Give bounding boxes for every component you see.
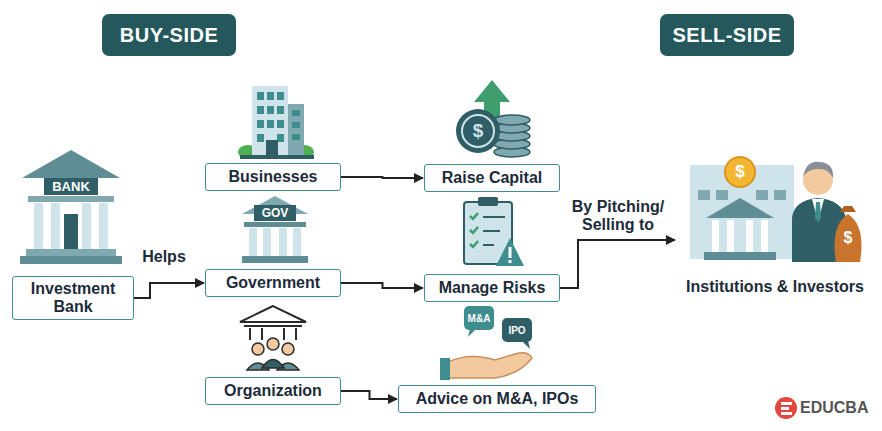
label-box: Investment Bank: [12, 276, 134, 320]
logo-mark: [775, 397, 797, 419]
government-icon: [242, 196, 308, 263]
side-badge: BUY-SIDE: [102, 14, 236, 56]
connector-arrow: [560, 240, 675, 288]
node-text: Manage Risks: [439, 279, 546, 297]
node-text: BUY-SIDE: [120, 24, 218, 46]
connector-arrow: [341, 283, 423, 288]
edge-label: By Pitching/ Selling to: [563, 198, 673, 234]
icon-text: $: [462, 119, 494, 143]
icon-label-node: Institutions & Investors: [676, 150, 874, 296]
node-text: Government: [226, 274, 320, 292]
node-text: Investment Bank: [19, 280, 127, 316]
node-text: Businesses: [229, 168, 318, 186]
hand-bubbles-icon: [440, 306, 532, 380]
organization-icon: [240, 306, 306, 370]
icon-text: $: [728, 161, 752, 183]
bank-icon: [20, 150, 122, 264]
node-text: Institutions & Investors: [686, 278, 864, 296]
label-box: Raise Capital: [424, 164, 560, 192]
clipboard-icon: [464, 197, 524, 266]
label-box: Government: [205, 269, 341, 297]
office-building-icon: [238, 86, 314, 159]
watermark: EDUCBA: [800, 398, 876, 418]
label-box: Businesses: [205, 163, 341, 191]
icon-text: BANK: [44, 178, 98, 195]
label-box: Organization: [205, 377, 341, 405]
node-text: Organization: [224, 382, 322, 400]
icon-text: IPO: [502, 318, 532, 342]
side-badge: SELL-SIDE: [660, 14, 794, 56]
icon-text: GOV: [254, 205, 296, 221]
icon-text: M&A: [464, 306, 494, 330]
connector-arrow: [134, 283, 204, 298]
connector-arrow: [341, 177, 423, 178]
node-text: Advice on M&A, IPOs: [416, 390, 579, 408]
node-text: SELL-SIDE: [673, 24, 782, 46]
edge-label: Helps: [136, 248, 192, 266]
node-text: Raise Capital: [442, 169, 542, 187]
connector-arrow: [341, 391, 397, 399]
coins-icon: [456, 80, 530, 157]
icon-text: $: [836, 226, 860, 250]
institution-investor-icon: [690, 157, 862, 262]
label-box: Advice on M&A, IPOs: [398, 385, 596, 413]
label-box: Manage Risks: [424, 274, 560, 302]
